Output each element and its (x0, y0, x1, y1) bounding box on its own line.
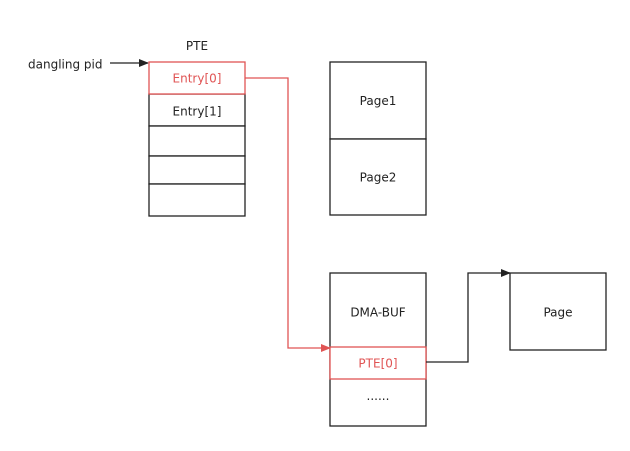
dma-buf-ellipsis: ...... (367, 389, 390, 403)
page2-label: Page2 (360, 171, 397, 185)
dma-buf-pte0-label: PTE[0] (358, 357, 397, 371)
entry0-to-pte0-arrow (245, 77, 331, 352)
pte-entry-0-label: Entry[0] (173, 72, 222, 86)
page1-label: Page1 (360, 94, 397, 108)
pages-block: Page1 Page2 (329, 61, 427, 216)
page2-box (329, 138, 427, 216)
pte-entry-row (148, 155, 246, 185)
dma-buf-title: DMA-BUF (350, 306, 405, 320)
pte0-to-page-arrow (426, 269, 511, 363)
pte-entry-1-label: Entry[1] (173, 105, 222, 119)
dma-buf-pte0-box (329, 346, 427, 380)
pte-entry-row (148, 125, 246, 157)
pte-entry-row (148, 183, 246, 217)
pte-entry-0-highlighted (148, 61, 246, 95)
dma-buf-block: DMA-BUF PTE[0] ...... (329, 272, 427, 427)
pte-table: Entry[0] Entry[1] (148, 61, 246, 217)
pte-table-title: PTE (186, 39, 208, 53)
dangling-pid-label: dangling pid (28, 58, 102, 72)
target-page-label: Page (543, 306, 572, 320)
target-page-box (509, 272, 607, 351)
